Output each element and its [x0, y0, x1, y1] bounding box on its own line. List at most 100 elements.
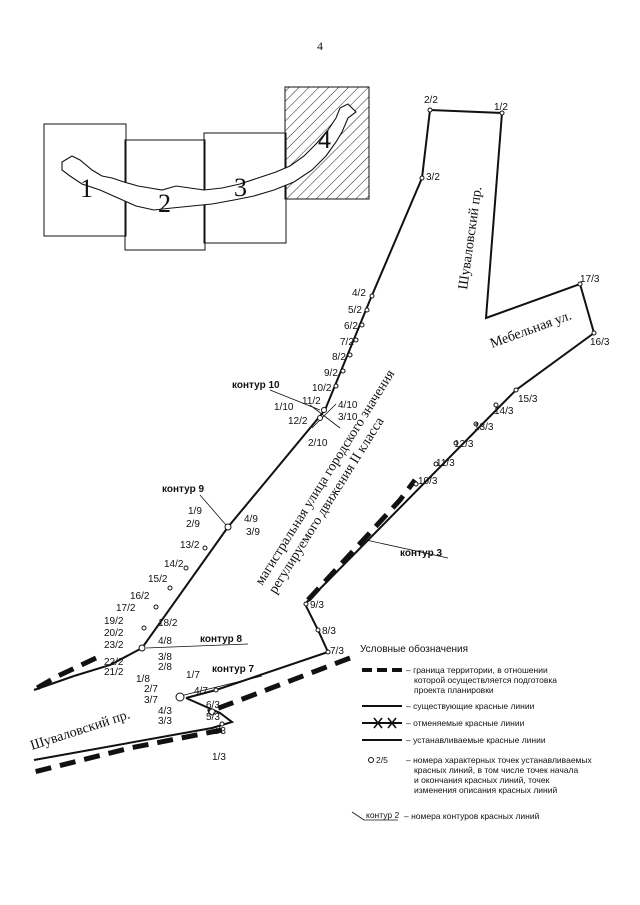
- legend-contours-text: – номера контуров красных линий: [404, 811, 540, 821]
- point-label: 21/2: [104, 667, 124, 678]
- territory-boundary-line: [306, 478, 417, 602]
- point-label: 6/2: [344, 321, 358, 332]
- point-marker: [369, 293, 375, 299]
- point-marker: [138, 644, 146, 652]
- contour-3-label: контур 3: [400, 548, 442, 559]
- street-label-mebelnaya: Мебельная ул.: [488, 308, 574, 351]
- contour8-pointer: [145, 643, 249, 649]
- point-marker: [577, 281, 583, 287]
- point-label: 14/3: [494, 406, 514, 417]
- point-marker: [473, 421, 479, 427]
- point-marker: [153, 604, 159, 610]
- point-label: 3/8: [158, 652, 172, 663]
- established-red-line-contour7: [33, 697, 235, 761]
- contour7-pointer: [179, 675, 263, 697]
- point-label: 23/2: [104, 640, 124, 651]
- point-marker: [224, 523, 232, 531]
- characteristic-points: [138, 107, 597, 727]
- point-label: 7/2: [340, 337, 354, 348]
- point-label: 4/9: [244, 514, 258, 525]
- inset-key-map: 1 2 3 4: [43, 86, 370, 251]
- point-marker: [183, 565, 189, 571]
- point-marker: [353, 337, 359, 343]
- point-marker: [325, 649, 331, 655]
- point-label: 17/3: [580, 274, 600, 285]
- point-labels: 2/2 1/2 3/2 4/2 5/2 6/2 7/2 8/2 9/2 10/2…: [104, 95, 610, 763]
- legend-cancelled-symbol: [362, 717, 402, 729]
- point-label: 3/3: [158, 716, 172, 727]
- point-marker: [303, 601, 309, 607]
- contour3-pointer: [365, 539, 449, 559]
- inset-sheet-3-label: 3: [234, 173, 247, 202]
- point-label: 7/3: [330, 646, 344, 657]
- territory-boundary-line-south-west: [33, 727, 223, 775]
- legend-point-symbol: [368, 757, 374, 763]
- legend-existing-text: – существующие красные линии: [406, 701, 535, 711]
- point-label: 9/2: [324, 368, 338, 379]
- point-label: 10/3: [418, 476, 438, 487]
- point-label: 2/2: [424, 95, 438, 106]
- point-label: 1/2: [494, 102, 508, 113]
- point-marker: [433, 461, 439, 467]
- point-label: 16/3: [590, 337, 610, 348]
- point-marker: [493, 402, 499, 408]
- street-category-line1: магистральная улица городского значения: [253, 367, 399, 588]
- point-marker: [453, 440, 459, 446]
- point-label: 11/3: [436, 458, 455, 469]
- inset-sheet-1: [43, 123, 127, 237]
- point-label: 2/10: [308, 438, 328, 449]
- point-marker: [202, 545, 208, 551]
- point-label: 19/2: [104, 616, 124, 627]
- point-label: 3/7: [144, 695, 158, 706]
- point-label: 17/2: [116, 603, 136, 614]
- point-marker: [364, 307, 370, 313]
- point-label: 1/3: [212, 752, 226, 763]
- contour-9-label: контур 9: [162, 484, 204, 495]
- contour10-cross-marker: [309, 403, 341, 429]
- point-marker: [141, 625, 147, 631]
- legend-boundary-text-3: проекта планировки: [414, 685, 494, 695]
- legend-boundary-text-1: – граница территории, в отношении: [406, 665, 548, 675]
- point-marker: [499, 110, 505, 116]
- point-label: 1/8: [136, 674, 150, 685]
- point-label: 13/3: [474, 422, 494, 433]
- legend-boundary-text-2: которой осуществляется подготовка: [414, 675, 557, 685]
- point-marker: [427, 107, 433, 113]
- legend-point-sample: 2/5: [376, 755, 388, 765]
- point-label: 4/7: [194, 686, 208, 697]
- point-label: 2/7: [144, 684, 158, 695]
- point-label: 2/3: [212, 726, 226, 737]
- point-label: 3/10: [338, 412, 358, 423]
- point-label: 14/2: [164, 559, 184, 570]
- contour-labels: контур 10 контур 9 контур 8 контур 7 кон…: [162, 380, 442, 675]
- territory-boundary-line-west: [28, 655, 98, 695]
- inset-sheet-2-label: 2: [158, 189, 171, 218]
- point-label: 8/3: [322, 626, 336, 637]
- page-number: 4: [317, 39, 323, 53]
- point-label: 10/2: [312, 383, 332, 394]
- point-marker: [419, 175, 425, 181]
- contour-7-label: контур 7: [212, 664, 254, 675]
- legend-points-text-1: – номера характерных точек устанавливаем…: [406, 755, 592, 765]
- legend-established-text: – устанавливаемые красные линии: [406, 735, 546, 745]
- contour-10-label: контур 10: [232, 380, 280, 391]
- point-label: 13/2: [180, 540, 200, 551]
- inset-territory-outline: [61, 103, 357, 211]
- point-marker: [219, 721, 225, 727]
- legend-contour-pointer: [351, 811, 365, 821]
- legend-points-text-4: изменения описания красных линий: [414, 785, 557, 795]
- point-label: 18/2: [158, 618, 178, 629]
- legend-cancelled-text: – отменяемые красные линии: [406, 718, 525, 728]
- point-label: 3/2: [426, 172, 440, 183]
- point-marker: [513, 387, 519, 393]
- point-label: 15/3: [518, 394, 538, 405]
- point-marker: [321, 407, 327, 413]
- point-label: 12/3: [454, 439, 474, 450]
- point-label: 2/8: [158, 662, 172, 673]
- point-marker: [359, 322, 365, 328]
- point-marker: [213, 687, 219, 693]
- contour-8-label: контур 8: [200, 634, 242, 645]
- point-marker: [591, 330, 597, 336]
- point-marker: [413, 481, 419, 487]
- point-label: 1/7: [186, 670, 200, 681]
